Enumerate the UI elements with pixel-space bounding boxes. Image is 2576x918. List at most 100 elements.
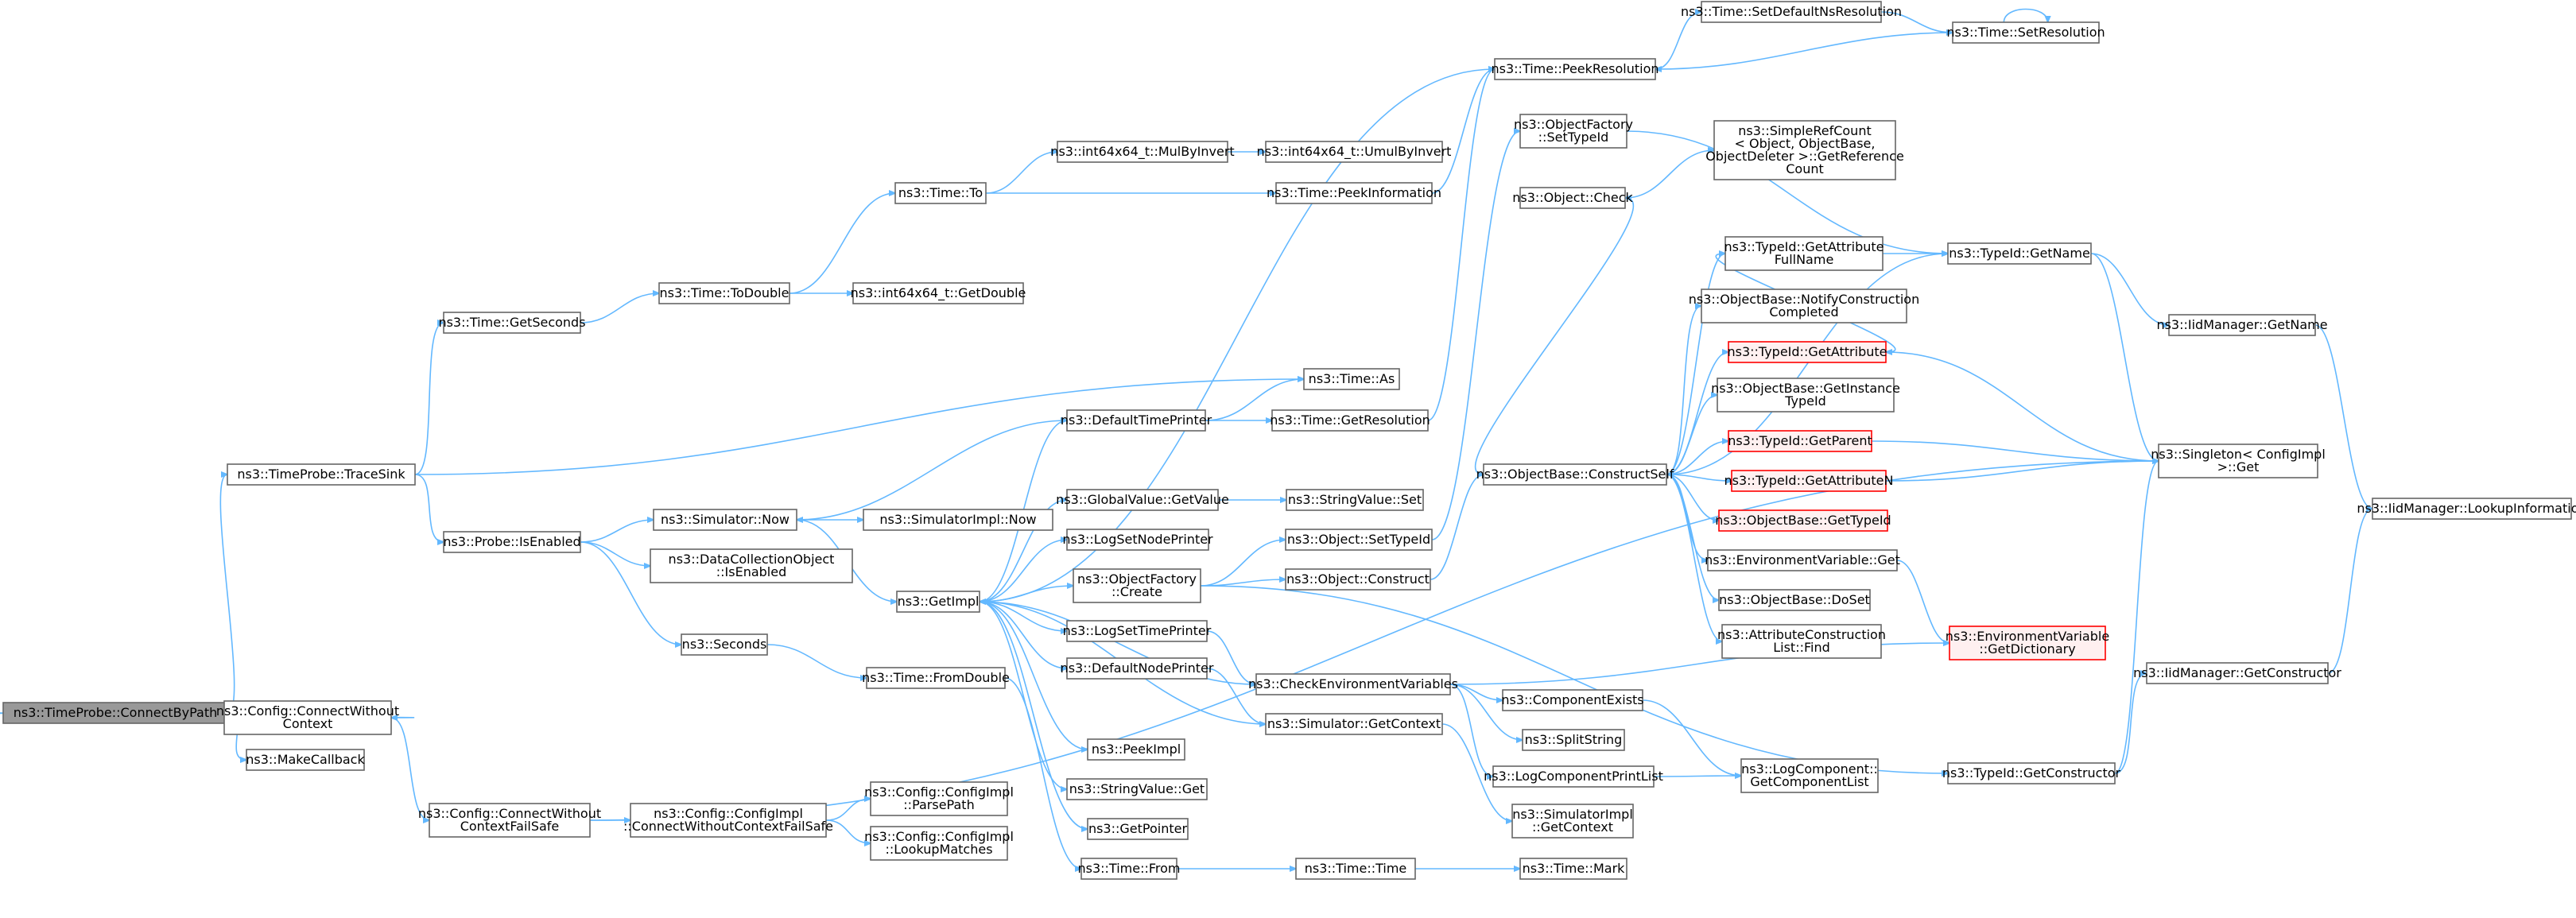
- edge-n15-n28: [979, 601, 1088, 829]
- node-n42[interactable]: ns3::Object::Check: [1512, 187, 1634, 209]
- node-n17[interactable]: ns3::Config::ConfigImpl::ParsePath: [864, 781, 1014, 816]
- node-n41[interactable]: ns3::ObjectFactory::SetTypeId: [1514, 114, 1633, 149]
- edge-n24-n37: [1206, 630, 1256, 684]
- node-box: [223, 700, 392, 735]
- node-label: ns3::TypeId::GetParent: [1728, 433, 1872, 448]
- node-n15[interactable]: ns3::GetImpl: [896, 591, 980, 613]
- node-n36[interactable]: ns3::Object::Construct: [1285, 568, 1431, 591]
- node-n46[interactable]: ns3::LogComponentPrintList: [1484, 765, 1663, 788]
- node-n13[interactable]: ns3::int64x64_t::GetDouble: [851, 282, 1026, 304]
- node-n12[interactable]: ns3::Time::To: [894, 182, 987, 204]
- node-n67[interactable]: ns3::Singleton< ConfigImpl >::Get: [2151, 444, 2326, 478]
- node-n37[interactable]: ns3::CheckEnvironmentVariables: [1248, 673, 1458, 695]
- node-n44[interactable]: ns3::ComponentExists: [1501, 689, 1644, 711]
- node-n61[interactable]: ns3::EnvironmentVariable::GetDictionary: [1946, 626, 2109, 660]
- edge-n68-n69: [2327, 509, 2372, 674]
- edge-n33-n40: [1427, 69, 1495, 421]
- node-n58[interactable]: ns3::EnvironmentVariable::Get: [1705, 549, 1900, 571]
- node-n66[interactable]: ns3::IidManager::GetName: [2156, 314, 2328, 336]
- node-n28[interactable]: ns3::GetPointer: [1087, 818, 1189, 840]
- edge-n5-n8: [580, 520, 654, 543]
- node-n48[interactable]: ns3::Time::Mark: [1519, 858, 1627, 880]
- node-n40[interactable]: ns3::Time::PeekResolution: [1491, 58, 1659, 80]
- node-n5[interactable]: ns3::Probe::IsEnabled: [443, 531, 581, 553]
- node-box: [1265, 141, 1443, 163]
- node-n64[interactable]: ns3::Time::SetResolution: [1946, 21, 2105, 44]
- node-label: ns3::GlobalValue::GetValue: [1056, 492, 1229, 507]
- node-box: [1066, 409, 1206, 432]
- node-n55[interactable]: ns3::TypeId::GetParent: [1728, 430, 1872, 452]
- node-box: [443, 531, 581, 553]
- node-n38[interactable]: ns3::Simulator::GetContext: [1265, 713, 1443, 735]
- node-n27[interactable]: ns3::StringValue::Get: [1066, 778, 1208, 800]
- node-n33[interactable]: ns3::Time::GetResolution: [1270, 409, 1430, 432]
- node-n16[interactable]: ns3::Time::FromDouble: [862, 667, 1010, 689]
- edge-n43-n42: [1475, 198, 1634, 475]
- node-n10[interactable]: ns3::Seconds: [681, 633, 768, 656]
- node-n49[interactable]: ns3::Time::SetDefaultNsResolution: [1681, 1, 1902, 23]
- node-box: [870, 826, 1008, 861]
- edge-n7-n12: [789, 193, 895, 294]
- node-n56[interactable]: ns3::TypeId::GetAttributeN: [1724, 470, 1894, 492]
- node-n4[interactable]: ns3::Time::GetSeconds: [438, 312, 586, 334]
- node-n53[interactable]: ns3::TypeId::GetAttribute: [1727, 341, 1887, 363]
- node-label: ns3::TypeId::GetAttributeN: [1724, 473, 1894, 488]
- node-label: ns3::PeekImpl: [1092, 742, 1181, 757]
- node-label: ns3::Time::Mark: [1523, 861, 1626, 876]
- node-box: [650, 548, 853, 583]
- node-box: [429, 803, 591, 838]
- node-label: ns3::TimeProbe::ConnectByPath: [14, 705, 218, 720]
- node-n45[interactable]: ns3::SplitString: [1522, 729, 1625, 751]
- node-box: [1519, 858, 1627, 880]
- node-n0[interactable]: ns3::TimeProbe::ConnectByPath: [2, 702, 228, 724]
- node-n62[interactable]: ns3::LogComponent::GetComponentList: [1740, 758, 1879, 793]
- node-n30[interactable]: ns3::int64x64_t::UmulByInvert: [1257, 141, 1452, 163]
- node-n26[interactable]: ns3::PeekImpl: [1087, 738, 1185, 761]
- node-n29[interactable]: ns3::Time::From: [1077, 858, 1181, 880]
- node-n11[interactable]: ns3::Config::ConfigImpl::ConnectWithoutC…: [623, 803, 833, 838]
- node-n3[interactable]: ns3::MakeCallback: [246, 749, 365, 771]
- node-n65[interactable]: ns3::TypeId::GetName: [1947, 242, 2092, 265]
- edge-n15-n25: [979, 601, 1067, 668]
- node-label: ::LookupMatches: [885, 842, 992, 857]
- node-n24[interactable]: ns3::LogSetTimePrinter: [1063, 620, 1212, 642]
- node-n59[interactable]: ns3::ObjectBase::DoSet: [1718, 589, 1871, 611]
- node-n63[interactable]: ns3::TypeId::GetConstructor: [1942, 762, 2121, 784]
- node-n18[interactable]: ns3::Config::ConfigImpl::LookupMatches: [864, 826, 1014, 861]
- node-n69[interactable]: ns3::IidManager::LookupInformation: [2357, 498, 2576, 520]
- node-n50[interactable]: ns3::SimpleRefCount< Object, ObjectBase,…: [1705, 120, 1904, 180]
- node-n9[interactable]: ns3::DataCollectionObject::IsEnabled: [650, 548, 853, 583]
- edge-n43-n57: [1666, 474, 1719, 521]
- node-n34[interactable]: ns3::StringValue::Set: [1286, 489, 1424, 511]
- node-n1[interactable]: ns3::TimeProbe::TraceSink: [227, 463, 416, 486]
- node-n21[interactable]: ns3::GlobalValue::GetValue: [1056, 489, 1229, 511]
- node-box: [863, 509, 1053, 531]
- node-n22[interactable]: ns3::LogSetNodePrinter: [1062, 529, 1213, 551]
- node-n20[interactable]: ns3::DefaultTimePrinter: [1061, 409, 1212, 432]
- node-n8[interactable]: ns3::Simulator::Now: [653, 509, 797, 531]
- node-n6[interactable]: ns3::Config::ConnectWithoutContextFailSa…: [418, 803, 601, 838]
- node-n7[interactable]: ns3::Time::ToDouble: [658, 282, 790, 304]
- node-n35[interactable]: ns3::Object::SetTypeId: [1285, 529, 1433, 551]
- node-n14[interactable]: ns3::SimulatorImpl::Now: [863, 509, 1053, 531]
- node-n39[interactable]: ns3::Time::Time: [1295, 858, 1416, 880]
- node-label: ns3::Object::Check: [1512, 190, 1633, 205]
- edge-n37-n46: [1449, 684, 1493, 777]
- node-n47[interactable]: ns3::SimulatorImpl::GetContext: [1511, 804, 1634, 839]
- node-n31[interactable]: ns3::Time::PeekInformation: [1267, 182, 1441, 204]
- node-box: [1265, 713, 1443, 735]
- node-n25[interactable]: ns3::DefaultNodePrinter: [1061, 657, 1214, 680]
- node-n23[interactable]: ns3::ObjectFactory::Create: [1073, 568, 1201, 603]
- node-label: ns3::Time::SetDefaultNsResolution: [1681, 4, 1902, 19]
- node-n57[interactable]: ns3::ObjectBase::GetTypeId: [1715, 509, 1891, 532]
- node-n43[interactable]: ns3::ObjectBase::ConstructSelf: [1476, 463, 1674, 486]
- node-n19[interactable]: ns3::int64x64_t::MulByInvert: [1050, 141, 1235, 163]
- node-n52[interactable]: ns3::ObjectBase::NotifyConstructionCompl…: [1689, 289, 1919, 323]
- node-n68[interactable]: ns3::IidManager::GetConstructor: [2133, 662, 2341, 684]
- node-label: ns3::ObjectBase::DoSet: [1719, 592, 1870, 607]
- node-n32[interactable]: ns3::Time::As: [1303, 368, 1400, 390]
- node-n2[interactable]: ns3::Config::ConnectWithoutContext: [216, 700, 399, 735]
